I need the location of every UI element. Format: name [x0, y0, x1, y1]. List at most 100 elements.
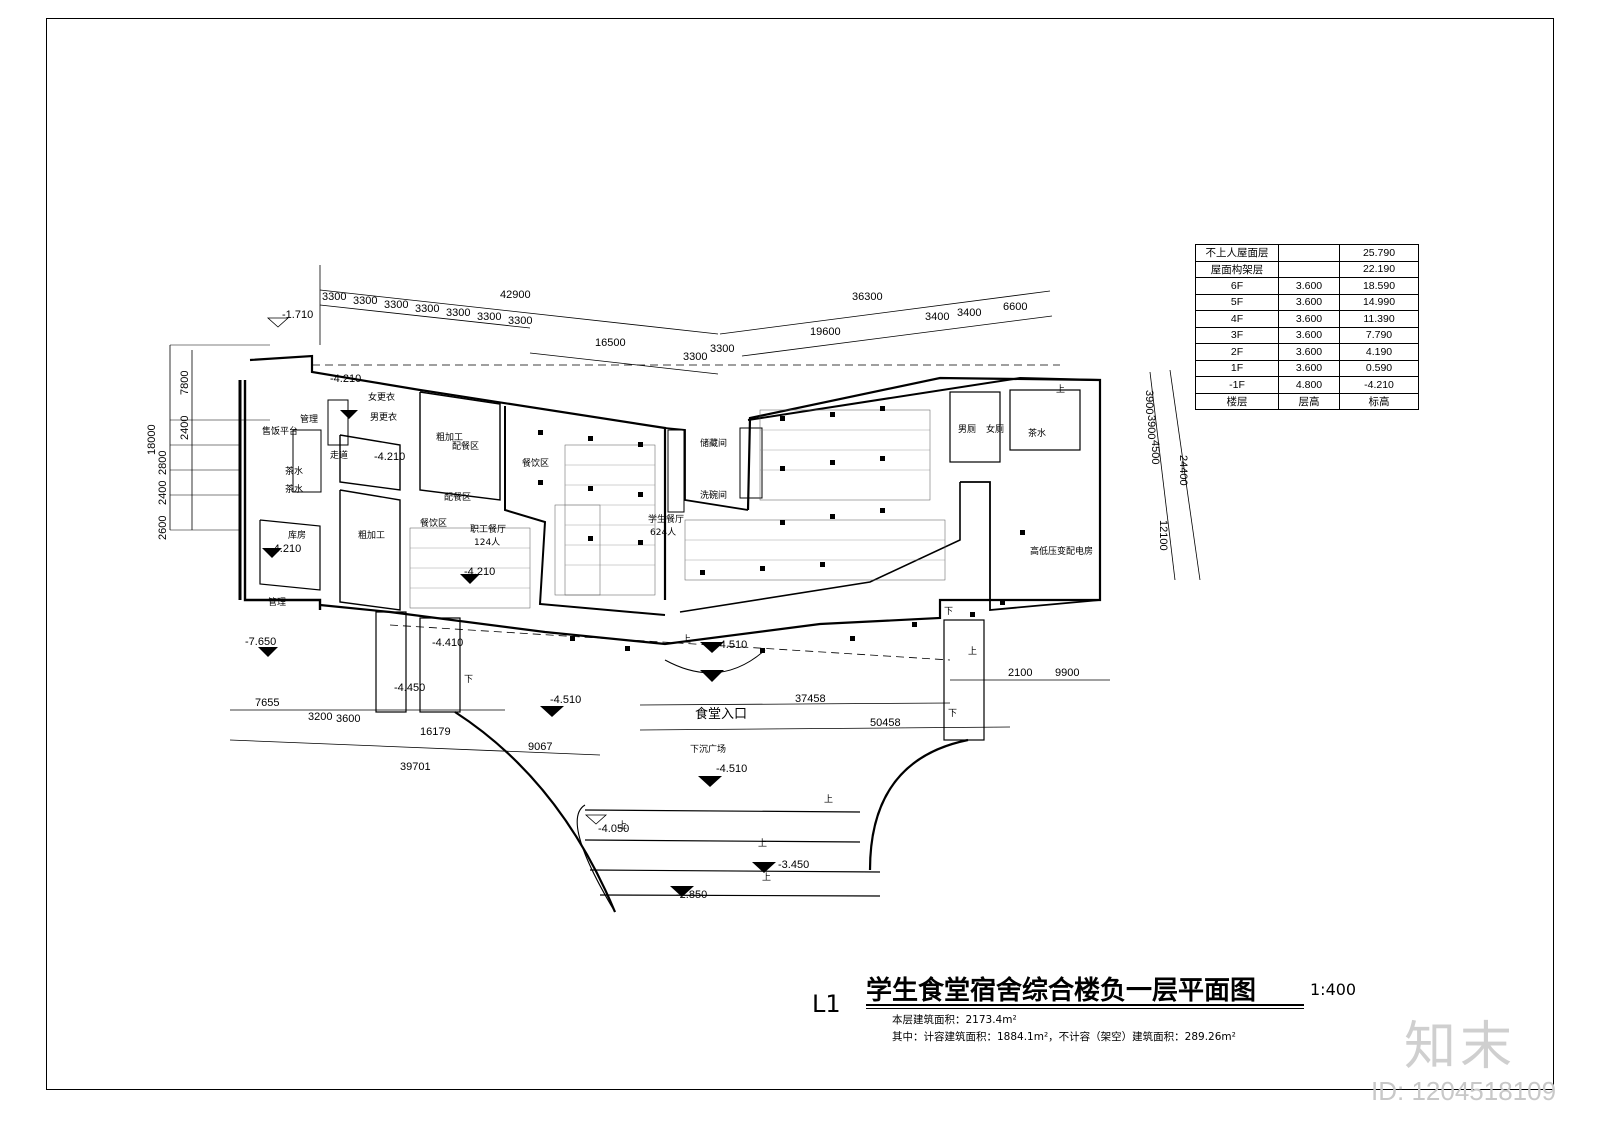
dims-bottom: 7655 3200 3600 16179 9067 39701 37458 50… [255, 667, 1079, 773]
svg-text:下: 下 [944, 607, 953, 617]
svg-text:-1.710: -1.710 [282, 309, 313, 321]
svg-text:粗加工: 粗加工 [436, 431, 463, 443]
svg-text:3300: 3300 [477, 311, 501, 323]
svg-text:12100: 12100 [1157, 520, 1169, 551]
asset-id: ID: 1204518109 [1371, 1076, 1557, 1106]
svg-text:3300: 3300 [683, 351, 707, 363]
svg-text:走道: 走道 [330, 449, 348, 461]
svg-text:-4.050: -4.050 [598, 823, 629, 835]
level-cell: 2F [1195, 343, 1279, 361]
svg-text:-7.650: -7.650 [245, 636, 276, 648]
svg-text:-4.510: -4.510 [716, 639, 747, 651]
svg-text:上: 上 [824, 794, 833, 805]
brand-watermark: 知末 [1404, 1017, 1517, 1077]
level-cell: 3.600 [1278, 310, 1340, 328]
svg-text:2400: 2400 [179, 416, 191, 440]
svg-text:职工餐厅: 职工餐厅 [470, 523, 506, 535]
level-cell: 22.190 [1339, 260, 1419, 278]
area-detail: 其中：计容建筑面积：1884.1m²，不计容（架空）建筑面积：289.26m² [892, 1031, 1236, 1043]
level-cell: 层高 [1278, 392, 1340, 410]
level-cell: -1F [1195, 376, 1279, 394]
drawing-code: L1 [812, 990, 841, 1018]
svg-text:上: 上 [1056, 384, 1065, 395]
svg-text:上: 上 [968, 646, 977, 657]
plaza-label: 下沉广场 [690, 743, 726, 755]
drawing-title: 学生食堂宿舍综合楼负一层平面图 [866, 976, 1257, 1006]
svg-text:3600: 3600 [336, 713, 360, 725]
svg-text:男厕: 男厕 [958, 424, 976, 435]
level-cell: 不上人屋面层 [1195, 244, 1279, 262]
level-cell: 3.600 [1278, 277, 1340, 295]
level-cell: 3.600 [1278, 359, 1340, 377]
svg-text:124人: 124人 [474, 537, 500, 548]
svg-text:-2.850: -2.850 [676, 889, 707, 901]
svg-text:6600: 6600 [1003, 301, 1027, 313]
svg-text:-4.450: -4.450 [394, 682, 425, 694]
svg-text:下: 下 [948, 709, 957, 719]
svg-text:上: 上 [758, 838, 767, 849]
level-row: 楼层层高标高 [1195, 392, 1419, 410]
svg-text:上: 上 [682, 634, 691, 645]
level-cell: 4.800 [1278, 376, 1340, 394]
svg-text:餐饮区: 餐饮区 [522, 457, 549, 469]
level-cell [1278, 260, 1340, 278]
svg-text:茶水: 茶水 [285, 483, 303, 495]
svg-text:上: 上 [618, 820, 627, 831]
level-cell: 楼层 [1195, 392, 1279, 410]
svg-text:16500: 16500 [595, 337, 626, 349]
level-cell: 3F [1195, 326, 1279, 344]
svg-text:24400: 24400 [1177, 455, 1189, 486]
level-cell: 18.590 [1339, 277, 1419, 295]
svg-text:36300: 36300 [852, 291, 883, 303]
svg-text:16179: 16179 [420, 726, 451, 738]
svg-text:7655: 7655 [255, 697, 279, 709]
svg-text:4500: 4500 [1149, 440, 1161, 464]
svg-text:高低压变配电房: 高低压变配电房 [1030, 545, 1093, 557]
svg-text:配餐区: 配餐区 [452, 440, 479, 452]
dims-left: 7800 18000 2400 2800 2400 2600 [146, 371, 191, 540]
svg-text:库房: 库房 [288, 529, 306, 541]
svg-text:茶水: 茶水 [1028, 427, 1046, 439]
svg-text:-4.210: -4.210 [464, 566, 495, 578]
svg-text:售饭平台: 售饭平台 [262, 425, 298, 437]
svg-text:3300: 3300 [415, 303, 439, 315]
svg-text:3900: 3900 [1145, 415, 1157, 439]
svg-text:女更衣: 女更衣 [368, 391, 395, 403]
svg-text:茶水: 茶水 [285, 465, 303, 477]
level-cell: 7.790 [1339, 326, 1419, 344]
level-cell: 11.390 [1339, 310, 1419, 328]
svg-text:3400: 3400 [925, 311, 949, 323]
svg-text:3400: 3400 [957, 307, 981, 319]
level-cell: 4F [1195, 310, 1279, 328]
svg-text:-3.450: -3.450 [778, 859, 809, 871]
svg-text:3300: 3300 [710, 343, 734, 355]
level-cell: 5F [1195, 293, 1279, 311]
level-cell: -4.210 [1339, 376, 1419, 394]
drawing-frame [46, 18, 1554, 1090]
dims-right: 3900 3900 4500 24400 12100 [1143, 390, 1189, 551]
svg-text:3300: 3300 [353, 295, 377, 307]
level-cell: 25.790 [1339, 244, 1419, 262]
svg-text:-4.510: -4.510 [716, 763, 747, 775]
svg-text:18000: 18000 [146, 424, 158, 455]
svg-text:37458: 37458 [795, 693, 826, 705]
svg-text:餐饮区: 餐饮区 [420, 517, 447, 529]
title-underline [866, 1004, 1304, 1006]
svg-text:下: 下 [464, 675, 473, 685]
svg-text:-4.210: -4.210 [270, 543, 301, 555]
level-cell: 4.190 [1339, 343, 1419, 361]
level-cell: 1F [1195, 359, 1279, 377]
dims-top-right: 36300 19600 3400 3400 6600 [810, 291, 1027, 338]
svg-text:上: 上 [762, 872, 771, 883]
svg-text:3300: 3300 [508, 315, 532, 327]
svg-text:2800: 2800 [157, 451, 169, 475]
level-cell: 标高 [1339, 392, 1419, 410]
level-cell: 3.600 [1278, 343, 1340, 361]
